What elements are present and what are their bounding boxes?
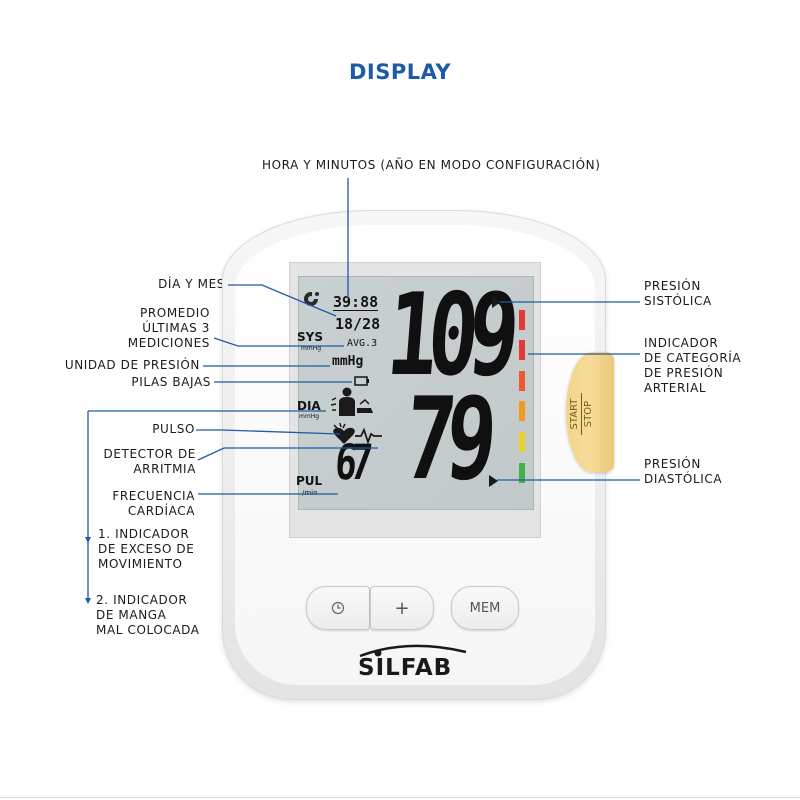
brand-logo: SILFAB: [358, 655, 453, 681]
lcd-diastolic-value: 79: [400, 372, 492, 505]
callout-pulse: PULSO: [152, 422, 195, 436]
callout-time: HORA Y MINUTOS (AÑO EN MODO CONFIGURACIÓ…: [262, 158, 601, 172]
clock-button[interactable]: [306, 586, 370, 630]
memory-icon: [304, 292, 320, 306]
callout-unit: UNIDAD DE PRESIÓN: [64, 358, 200, 372]
lcd-sys-label: SYS: [297, 330, 323, 344]
battery-icon: [354, 376, 369, 386]
lcd-per-min: /min: [302, 489, 318, 497]
category-bar-1: [519, 310, 525, 330]
page-title: DISPLAY: [348, 60, 452, 84]
category-bar-3: [519, 371, 525, 391]
lcd-date: 18/28: [335, 315, 381, 333]
start-stop-button[interactable]: [566, 352, 614, 472]
lcd-screen: [298, 276, 534, 510]
callout-battery: PILAS BAJAS: [131, 375, 211, 389]
lcd-pul-label: PUL: [296, 474, 323, 488]
systolic-pointer: [492, 296, 501, 308]
category-bar-5: [519, 432, 525, 452]
category-bar-2: [519, 340, 525, 360]
lcd-time: 39:88: [333, 293, 379, 311]
clock-icon: [331, 601, 345, 615]
category-bar-4: [519, 401, 525, 421]
lcd-avg-label: AVG.3: [347, 338, 378, 349]
diastolic-pointer: [489, 475, 498, 487]
brand-logo-icon: [359, 644, 467, 658]
lcd-dia-unit-small: mmHg: [299, 413, 320, 420]
lcd-sys-unit-small: mmHg: [301, 345, 322, 352]
movement-indicator-icon: [330, 387, 373, 416]
lcd-pulse-value: 67: [333, 435, 369, 492]
category-bar-6: [519, 463, 525, 483]
lcd-unit: mmHg: [332, 354, 364, 369]
mem-button[interactable]: MEM: [451, 586, 519, 630]
plus-button[interactable]: +: [370, 586, 434, 630]
bottom-divider: [0, 797, 800, 798]
callout-date: DÍA Y MES: [158, 277, 225, 291]
lcd-dia-label: DIA: [297, 399, 321, 413]
